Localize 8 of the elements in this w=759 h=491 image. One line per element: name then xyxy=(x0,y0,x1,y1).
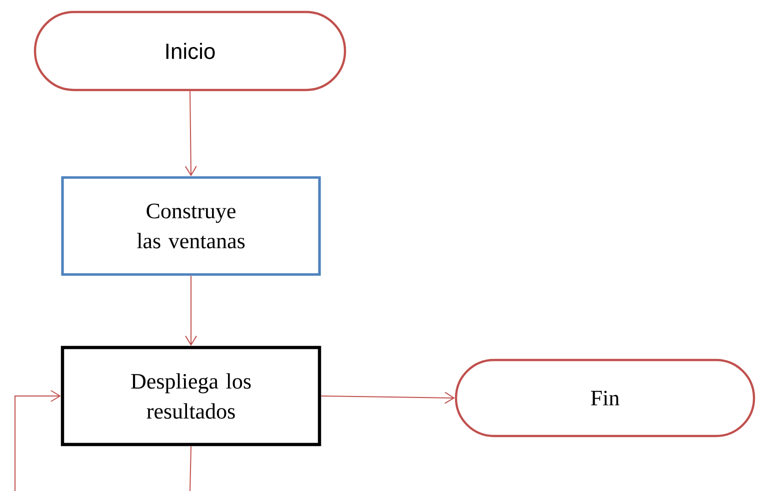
arrow xyxy=(320,392,455,404)
terminal-box: Fin xyxy=(454,358,756,438)
arrow xyxy=(185,275,197,346)
terminal-box: Inicio xyxy=(34,10,346,92)
arrow xyxy=(14,390,61,491)
process-box: Despliega los resultados xyxy=(60,346,322,446)
arrow xyxy=(184,90,197,176)
process-box: Construye las ventanas xyxy=(61,176,321,276)
